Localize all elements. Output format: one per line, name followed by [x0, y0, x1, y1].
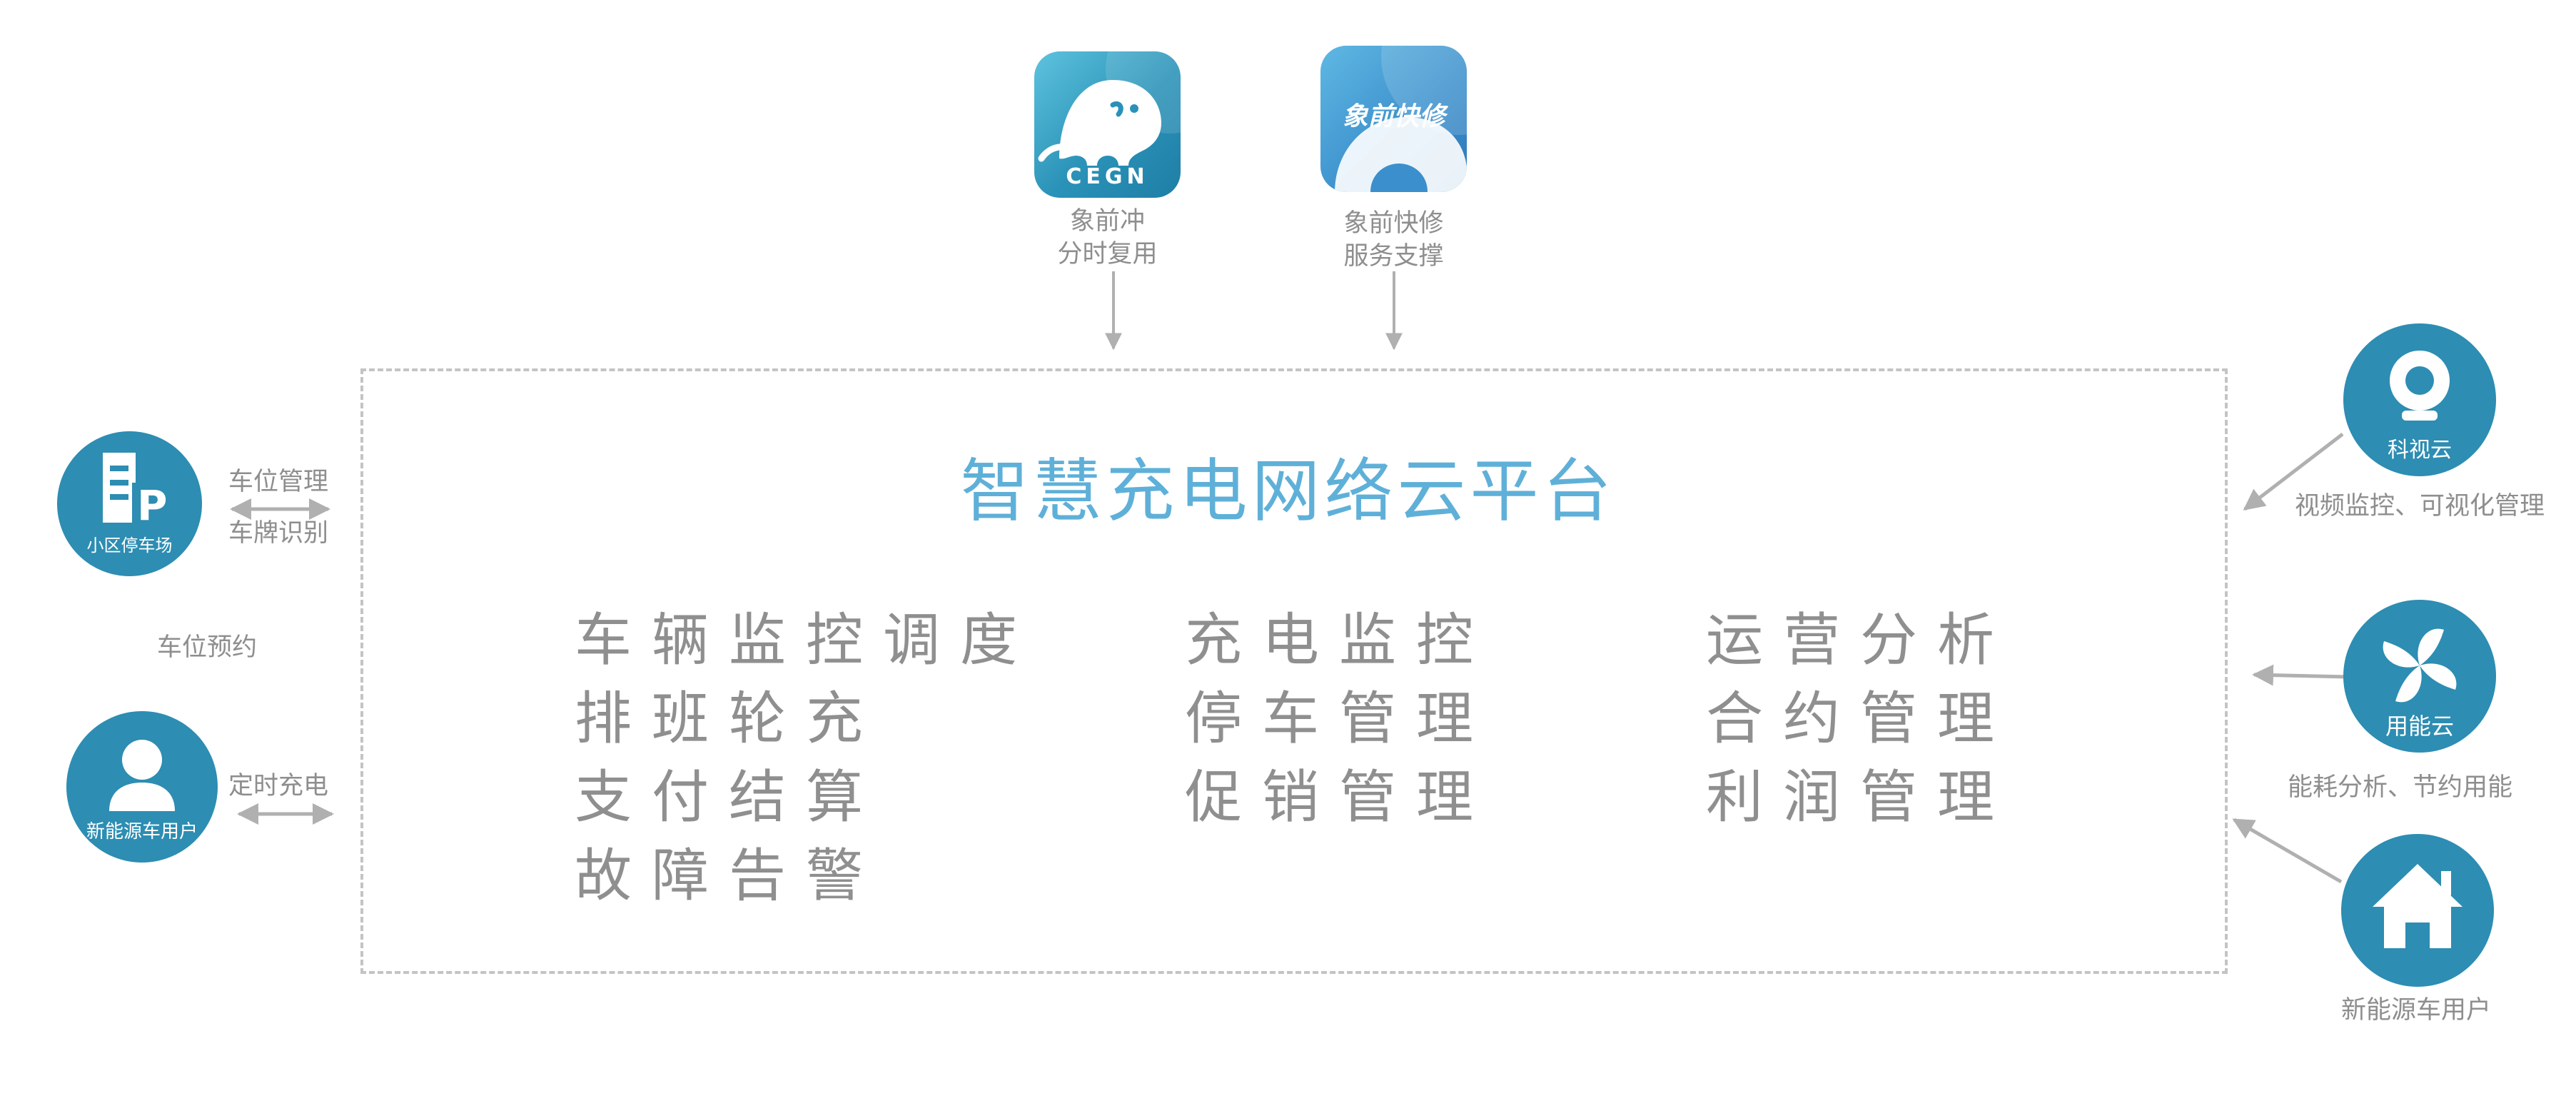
app-kuaixiu-name: 象前快修 [1343, 209, 1444, 238]
user-icon [109, 740, 175, 811]
ev-user-label: 新能源车用户 [86, 821, 198, 843]
function-item: 支付结算 [575, 764, 883, 830]
parking-lot-label: 小区停车场 [86, 536, 173, 556]
camera-icon [2390, 351, 2450, 421]
user-link-label: 定时充电 [228, 772, 329, 800]
function-item: 排班轮充 [575, 685, 883, 752]
function-column-1: 车辆监控调度 排班轮充 支付结算 故障告警 [575, 601, 1037, 915]
kesiyun-arrow [2243, 433, 2344, 511]
kuaixiu-app-icon[interactable]: 象前快修 [1320, 46, 1467, 192]
home-user-node[interactable] [2341, 834, 2494, 987]
function-item: 故障告警 [575, 843, 883, 909]
kesiyun-label: 科视云 [2388, 438, 2452, 463]
fan-icon [2383, 628, 2457, 703]
yongnengyun-node[interactable]: 用能云 [2343, 600, 2496, 753]
yongnengyun-arrow [2252, 664, 2349, 686]
app-cegn-desc: 分时复用 [1057, 240, 1158, 268]
function-item: 促销管理 [1185, 764, 1493, 830]
yongnengyun-label: 用能云 [2385, 713, 2454, 740]
parking-link-bottom: 车牌识别 [228, 519, 329, 548]
function-item: 运营分析 [1706, 607, 2014, 673]
svg-text:P: P [137, 481, 168, 530]
platform-box [360, 368, 2228, 974]
function-item: 车辆监控调度 [575, 607, 1037, 673]
cegn-badge: CEGN [1066, 164, 1149, 189]
kuaixiu-badge: 象前快修 [1342, 102, 1445, 131]
kesiyun-caption: 视频监控、可视化管理 [2295, 492, 2545, 521]
kesiyun-node[interactable]: 科视云 [2343, 323, 2496, 476]
platform-title: 智慧充电网络云平台 [960, 451, 1616, 531]
function-column-2: 充电监控 停车管理 促销管理 [1185, 601, 1493, 837]
function-item: 合约管理 [1706, 685, 2014, 752]
home-user-caption: 新能源车用户 [2340, 996, 2491, 1025]
ev-user-node[interactable]: 新能源车用户 [66, 711, 218, 863]
elephant-icon [1038, 51, 1181, 166]
yongnengyun-caption: 能耗分析、节约用能 [2288, 773, 2513, 802]
cegn-app-icon[interactable]: CEGN [1034, 51, 1181, 198]
function-item: 利润管理 [1706, 764, 2014, 830]
house-arrow [2232, 818, 2343, 884]
parking-lot-node[interactable]: P 小区停车场 [57, 431, 202, 576]
reservation-label: 车位预约 [157, 633, 258, 662]
function-item: 充电监控 [1185, 607, 1493, 673]
function-column-3: 运营分析 合约管理 利润管理 [1706, 601, 2014, 837]
function-item: 停车管理 [1185, 685, 1493, 752]
elephant-icon [1335, 46, 1467, 192]
house-icon [2373, 864, 2463, 948]
app-kuaixiu-desc: 服务支撑 [1343, 242, 1444, 271]
parking-building-icon: P [103, 453, 168, 530]
app-cegn-name: 象前冲 [1069, 207, 1145, 236]
parking-link-top: 车位管理 [228, 468, 329, 496]
